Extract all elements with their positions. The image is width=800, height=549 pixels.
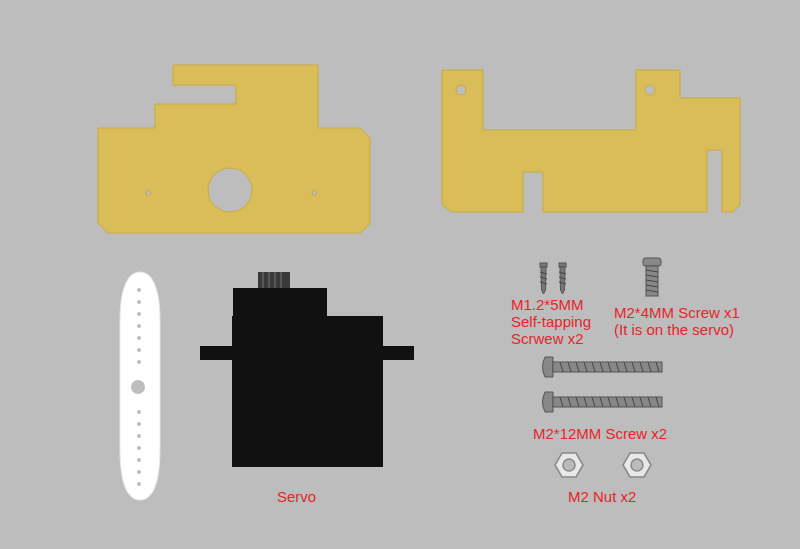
self-tapping-screws	[540, 263, 566, 294]
part-label: Servo	[277, 488, 357, 505]
servo-body	[200, 272, 414, 467]
part-label: M2*12MM Screw x2	[533, 425, 703, 442]
short-screw	[643, 258, 661, 296]
right-plate	[442, 70, 740, 212]
servo-horn	[120, 272, 160, 500]
left-plate	[98, 65, 370, 233]
long-screws	[543, 357, 663, 412]
nuts	[555, 453, 651, 477]
part-label: M2 Nut x2	[568, 488, 688, 505]
part-label: M1.2*5MM Self-tapping Scrwew x2	[511, 296, 611, 347]
part-label: M2*4MM Screw x1 (It is on the servo)	[614, 304, 754, 338]
